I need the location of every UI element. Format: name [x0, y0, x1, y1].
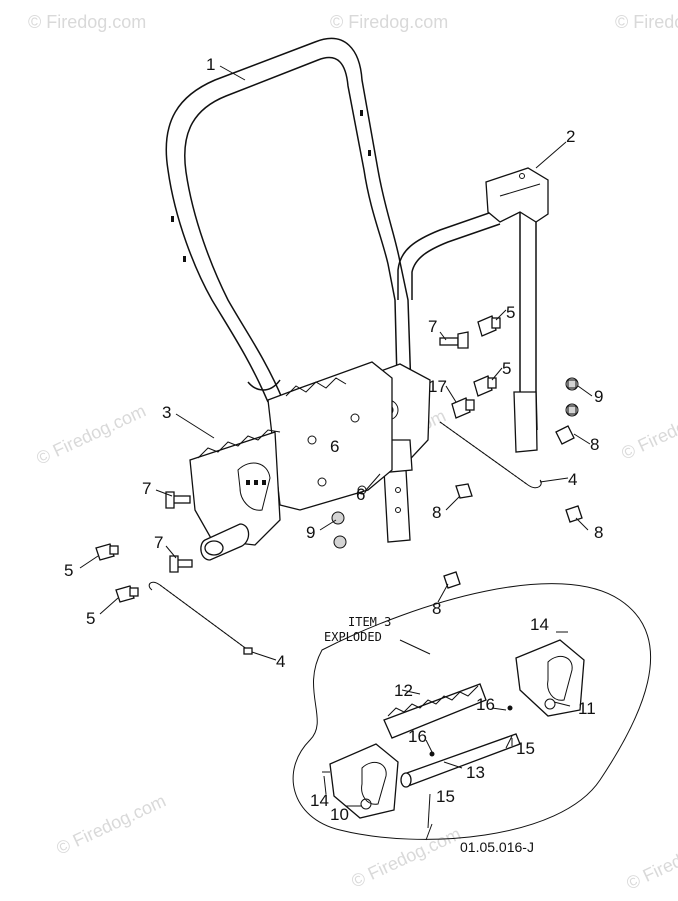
screw-7 [165, 491, 191, 509]
callout-14: 14 [310, 791, 329, 810]
exploded-note-line-2: EXPLODED [324, 630, 382, 644]
bolt-5 [473, 375, 497, 397]
callout-8: 8 [590, 435, 599, 454]
bolt-5 [95, 543, 119, 561]
callout-11: 11 [578, 699, 596, 718]
exploded-note-line-1: ITEM 3 [348, 615, 391, 629]
screw-9 [565, 377, 579, 391]
watermark-text: © Firedog.com [615, 12, 678, 32]
callout-15: 15 [516, 739, 535, 758]
callout-8: 8 [432, 599, 441, 618]
nut-8 [555, 425, 575, 445]
callout-17: 17 [428, 377, 447, 396]
nut-8 [565, 505, 583, 523]
callout-8: 8 [432, 503, 441, 522]
watermark-text: © Firedog.com [33, 400, 149, 468]
leader-lines [79, 65, 593, 829]
watermark-text: © Firedog.com [330, 12, 448, 32]
callout-4: 4 [276, 652, 285, 671]
watermark-text: © Firedog.com [28, 12, 146, 32]
callout-9: 9 [306, 523, 315, 542]
rops-hoop [165, 37, 413, 421]
callout-16: 16 [476, 695, 495, 714]
watermark-text: © Firedog.com [618, 395, 678, 463]
bolt-5 [115, 585, 139, 603]
screw-7 [439, 331, 469, 349]
callout-8: 8 [594, 523, 603, 542]
callout-10: 10 [330, 805, 349, 824]
callout-2: 2 [566, 127, 575, 146]
callout-7: 7 [428, 317, 437, 336]
screw-7 [169, 555, 193, 573]
watermark-text: © Firedog.com [623, 825, 678, 893]
bolt-5 [477, 315, 501, 337]
callout-5: 5 [506, 303, 515, 322]
callout-6: 6 [330, 437, 339, 456]
exploded-view [292, 583, 652, 841]
nut-8 [455, 483, 473, 499]
callout-6: 6 [356, 485, 365, 504]
callouts: 1 2 3 4 4 5 5 5 5 6 6 7 7 7 8 8 8 8 9 9 … [64, 55, 603, 824]
drawing-code: 01.05.016-J [460, 839, 534, 855]
callout-3: 3 [162, 403, 171, 422]
callout-9: 9 [594, 387, 603, 406]
callout-7: 7 [154, 533, 163, 552]
screw-9 [565, 403, 579, 417]
callout-1: 1 [206, 55, 215, 74]
callout-5: 5 [502, 359, 511, 378]
callout-12: 12 [394, 681, 413, 700]
nut-8 [443, 571, 461, 589]
callout-7: 7 [142, 479, 151, 498]
callout-14: 14 [530, 615, 549, 634]
hardware [95, 315, 583, 603]
watermark-text: © Firedog.com [53, 790, 169, 858]
callout-15: 15 [436, 787, 455, 806]
callout-5: 5 [64, 561, 73, 580]
callout-5: 5 [86, 609, 95, 628]
watermark-text: © Firedog.com [348, 823, 464, 891]
screw-9 [331, 511, 345, 525]
rops-upright [397, 167, 549, 453]
bolt-17 [451, 397, 475, 419]
seat-slide-assembly [189, 361, 393, 561]
screw-9 [333, 535, 347, 549]
spring-lower [148, 581, 253, 655]
spring-upper [439, 421, 542, 489]
callout-16: 16 [408, 727, 427, 746]
callout-4: 4 [568, 470, 577, 489]
callout-13: 13 [466, 763, 485, 782]
